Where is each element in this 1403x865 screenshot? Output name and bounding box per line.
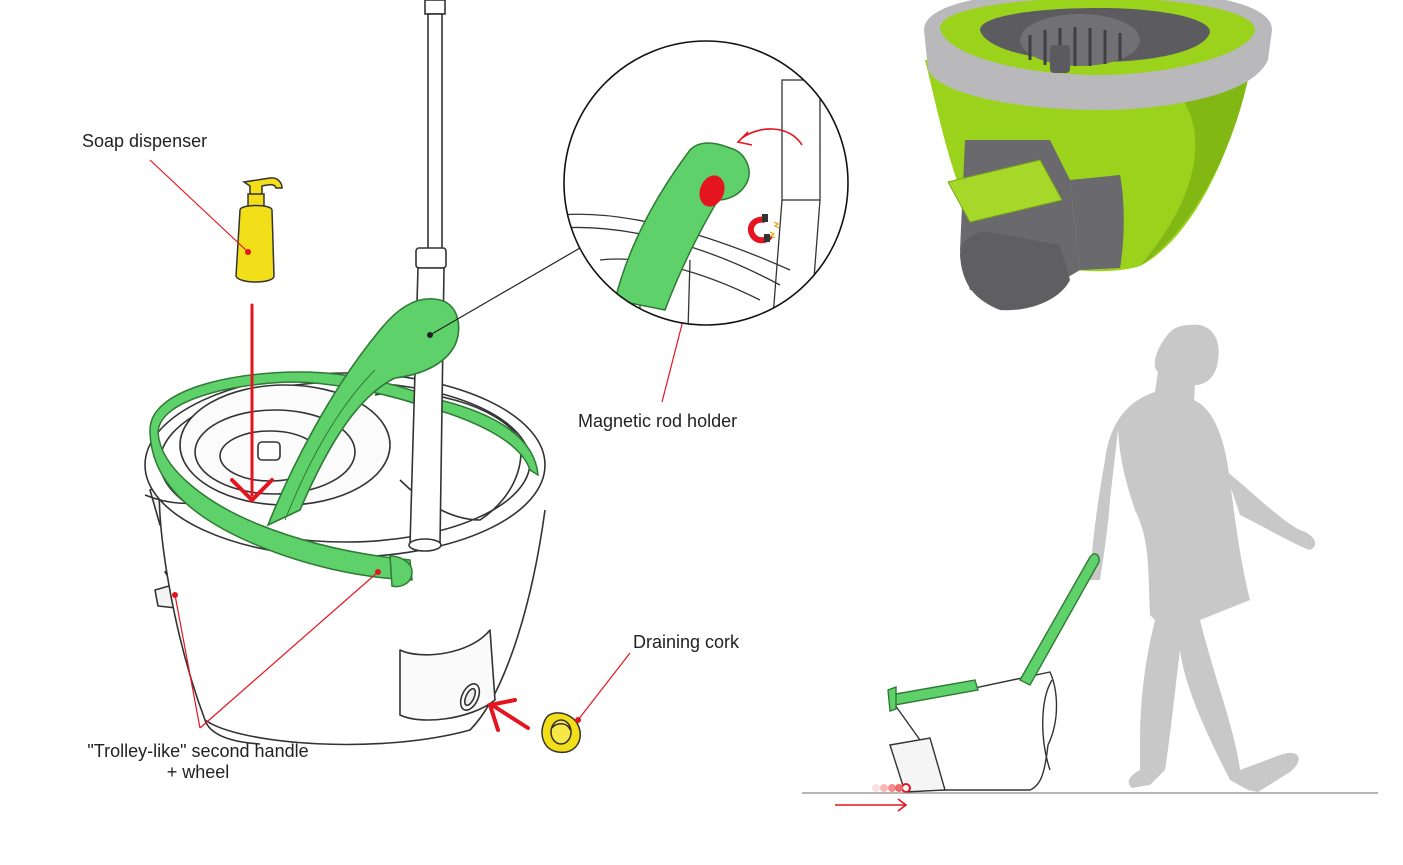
mop-pole (408, 0, 447, 552)
label-trolley-handle-line1: "Trolley-like" second handle (87, 741, 309, 761)
label-trolley-handle-line2: + wheel (166, 762, 230, 782)
zoom-leader-line (429, 247, 581, 336)
cork-arrow (487, 698, 530, 732)
label-soap-dispenser: Soap dispenser (82, 131, 208, 151)
motion-arrow (835, 798, 908, 812)
green-lever-handle (266, 298, 460, 527)
person-silhouette-icon (1090, 324, 1316, 792)
soap-bottle-icon (235, 177, 283, 283)
label-magnetic-rod-holder: Magnetic rod holder (578, 411, 738, 431)
magnet-icon (747, 214, 780, 244)
motion-trail (872, 784, 903, 792)
label-trolley-handle: "Trolley-like" second handle + wheel (78, 741, 318, 783)
zoom-circle-border (563, 40, 849, 326)
soap-arrow (230, 303, 274, 503)
rendered-bucket (924, 0, 1272, 311)
cork-icon (541, 712, 581, 754)
label-draining-cork: Draining cork (633, 632, 740, 652)
zoom-detail (564, 41, 848, 325)
rim-bumper (149, 371, 539, 581)
side-bucket (887, 553, 1100, 793)
